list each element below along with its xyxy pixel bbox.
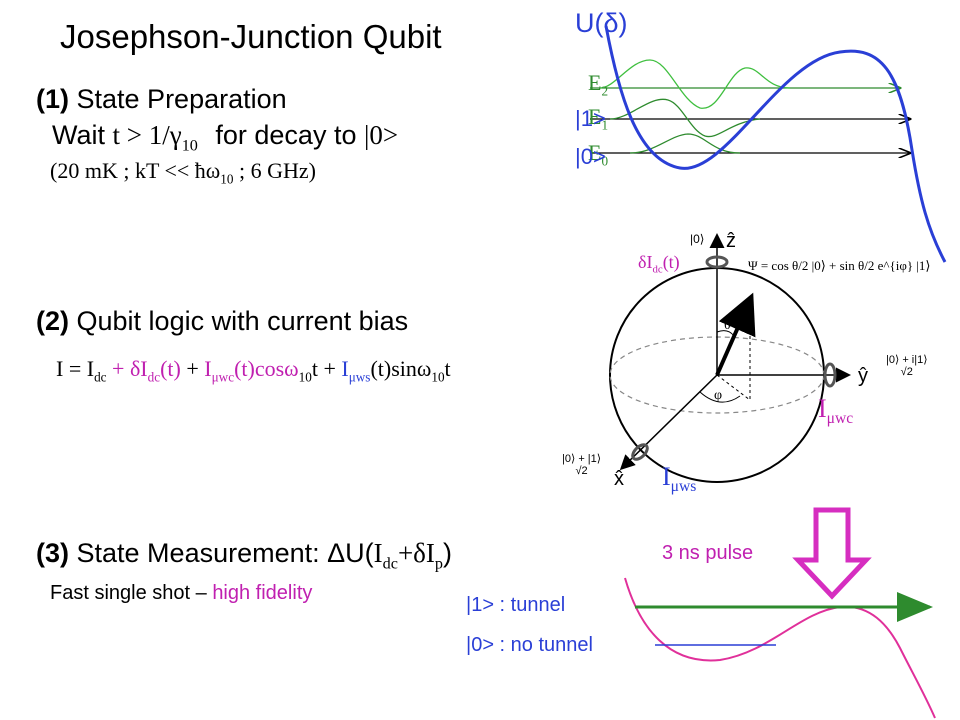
section3-number: (3): [36, 538, 69, 568]
section1-number: (1): [36, 84, 69, 114]
section1-heading: (1) State Preparation: [36, 84, 287, 115]
bloch-sphere: [609, 233, 851, 483]
tilted-potential-curve: [624, 577, 936, 719]
potential-plot: [590, 25, 947, 263]
dIdc-rotation-icon: [705, 255, 729, 269]
potential-label: U(δ): [575, 8, 628, 38]
bias-current-equation: I = Idc + δIdc(t) + Iμwc(t)cosω10t + Iμw…: [56, 356, 451, 385]
tunnel-label: |1> : tunnel: [466, 594, 566, 616]
section2-number: (2): [36, 306, 69, 336]
Iwc-rotation-icon: [823, 362, 837, 388]
pulse-arrow-icon: [792, 507, 872, 600]
section2-title: Qubit logic with current bias: [76, 306, 409, 336]
x-axis-label: x̂: [614, 468, 624, 490]
Iwc-label: Iμwc: [818, 394, 854, 428]
section3-title: State Measurement: ΔU(: [76, 538, 374, 568]
no-tunnel-label: |0> : no tunnel: [466, 634, 593, 656]
x-state-label: |0⟩ + |1⟩√2: [562, 453, 602, 477]
section1-wait-line: Wait t > 1/γ10 for decay to |0>: [52, 120, 398, 155]
state-vector: [715, 292, 756, 376]
Iws-label: Iμws: [662, 462, 697, 496]
ket-top-label: |0⟩: [690, 232, 705, 246]
potential-curve: [604, 25, 947, 263]
ket-zero: |0>: [363, 120, 399, 150]
level-e1-label: E1: [588, 104, 609, 133]
x-axis: [619, 374, 718, 471]
decay-text: for decay to: [215, 120, 357, 150]
wavefunction-e2: [599, 59, 791, 109]
pulse-label: 3 ns pulse: [662, 542, 754, 564]
fast-single-shot: Fast single shot – high fidelity: [50, 582, 313, 604]
y-axis-label: ŷ: [858, 365, 868, 387]
section3-heading: (3) State Measurement: ΔU(Idc+δIp): [36, 538, 452, 573]
level-e0-label: E0: [588, 140, 609, 169]
dIdc-label: δIdc(t): [638, 252, 680, 276]
phi-label: φ: [714, 388, 723, 403]
page-title: Josephson-Junction Qubit: [60, 18, 442, 55]
high-fidelity-label: high fidelity: [212, 582, 313, 604]
level-e2-label: E2: [588, 70, 609, 99]
measurement-diagram: [624, 507, 936, 719]
temperature-condition: (20 mK ; kT << ħω10 ; 6 GHz): [50, 158, 316, 187]
wavefunction-e1: [609, 98, 761, 138]
section2-heading: (2) Qubit logic with current bias: [36, 306, 408, 337]
z-axis-label: ẑ: [726, 230, 736, 252]
ket1-label: |1>: [575, 106, 606, 131]
wait-condition: t > 1/γ10: [112, 120, 198, 155]
ket0-label: |0>: [575, 144, 606, 169]
y-state-label: |0⟩ + i|1⟩√2: [886, 354, 928, 378]
wait-word: Wait: [52, 120, 105, 150]
section1-title: State Preparation: [76, 84, 287, 114]
theta-label: θ: [724, 318, 731, 333]
psi-equation: Ψ = cos θ/2 |0⟩ + sin θ/2 e^{iφ} |1⟩: [748, 258, 931, 273]
Iws-rotation-icon: [631, 443, 649, 461]
